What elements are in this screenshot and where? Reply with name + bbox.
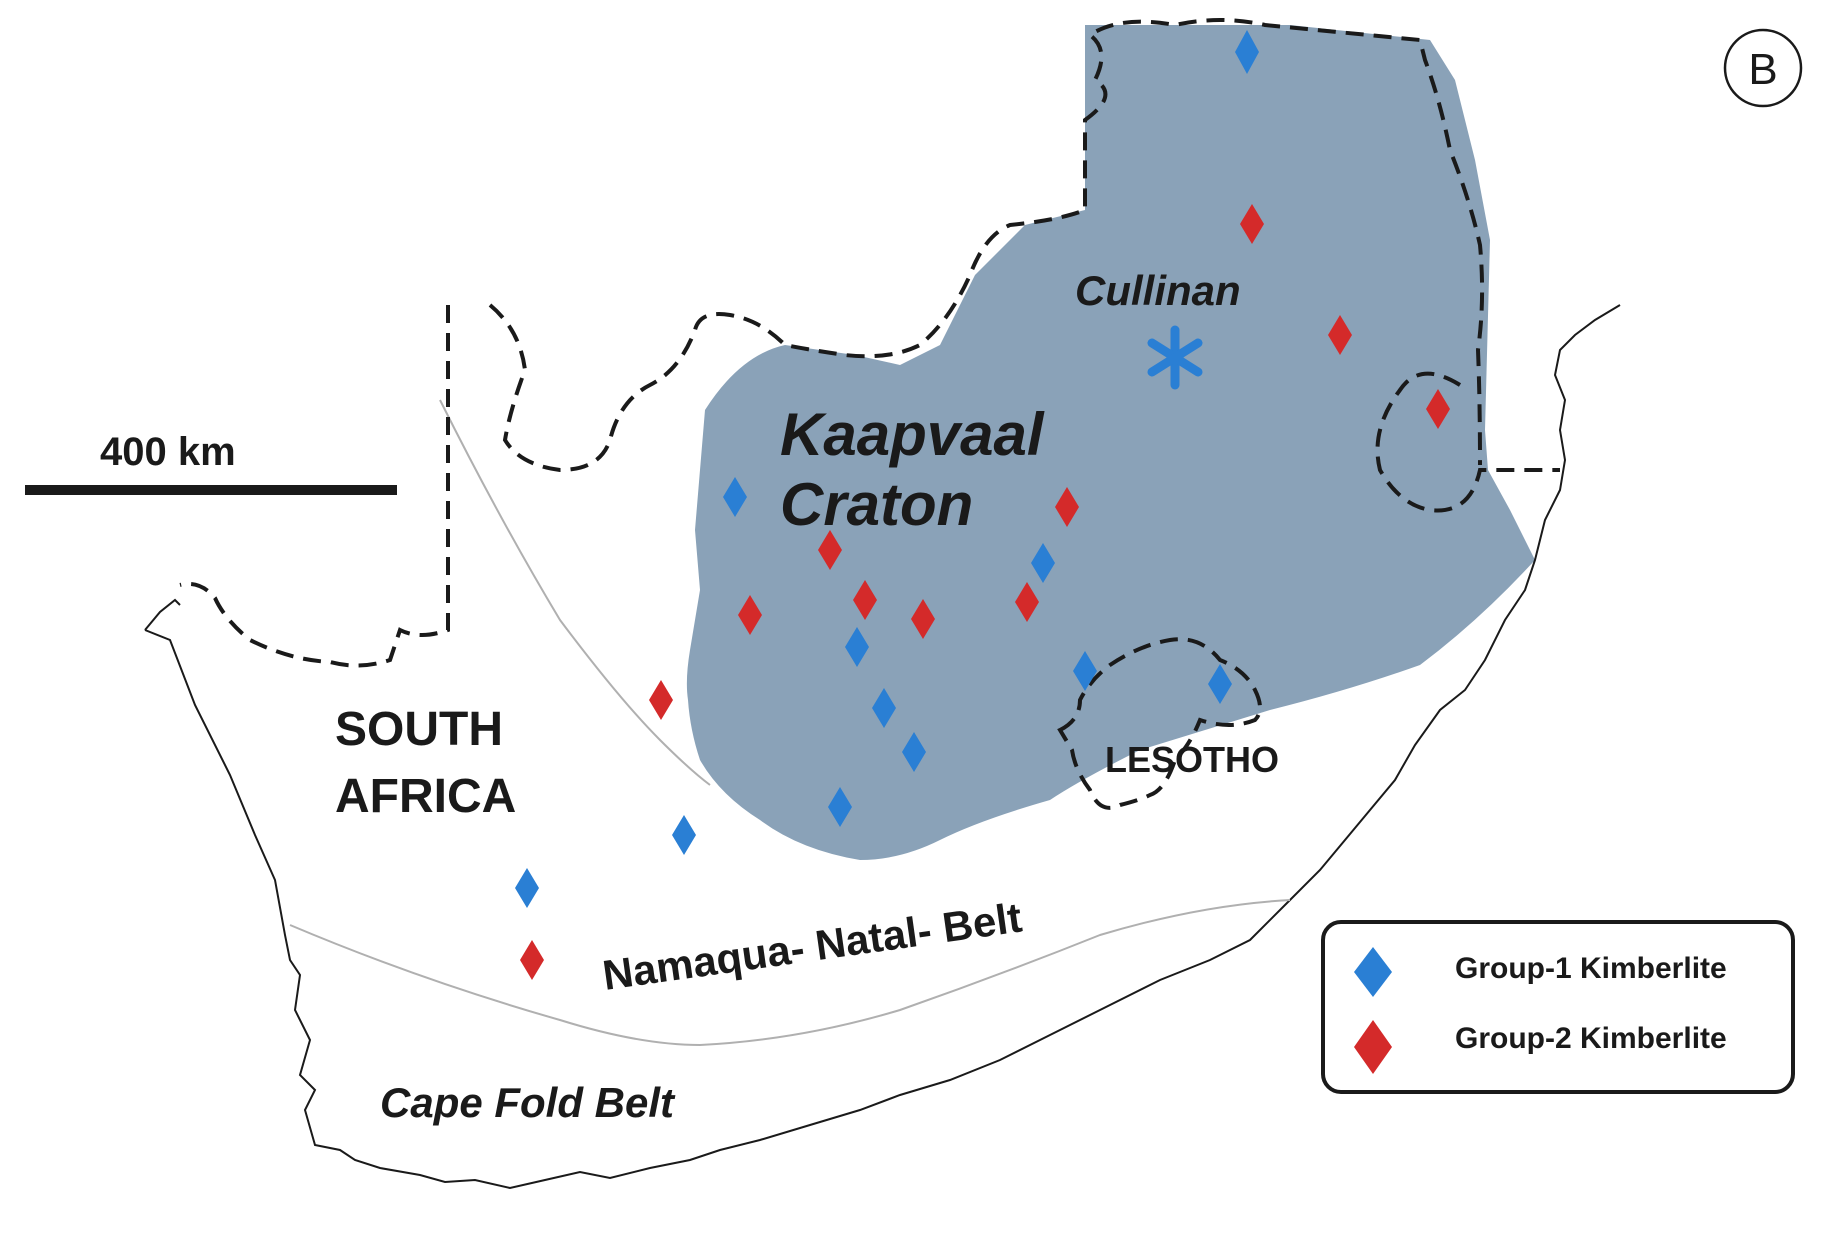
cullinan-label: Cullinan	[1075, 267, 1241, 314]
panel-label: B	[1748, 45, 1777, 94]
craton-label-line1: Kaapvaal	[780, 401, 1045, 468]
group2-kimberlite-marker	[1055, 487, 1079, 527]
group2-kimberlite-marker	[1328, 315, 1352, 355]
cape-fold-belt-boundary-line	[289, 899, 1291, 1047]
namibia-border	[179, 305, 450, 668]
country-label-line1: SOUTH	[335, 703, 503, 756]
group1-kimberlite-marker	[828, 787, 852, 827]
west-coast-line	[144, 598, 181, 631]
craton-label-line2: Craton	[780, 471, 973, 538]
blue-diamond-icon	[1354, 947, 1392, 997]
scale-bar-label: 400 km	[100, 430, 236, 474]
group2-kimberlite-marker	[520, 940, 544, 980]
group1-kimberlite-marker	[872, 688, 896, 728]
lesotho-label: LESOTHO	[1105, 739, 1279, 780]
national-borders	[179, 18, 1560, 810]
group2-kimberlite-marker	[853, 580, 877, 620]
group1-kimberlite-marker	[1208, 664, 1232, 704]
group1-kimberlite-marker	[1235, 30, 1259, 74]
cape-fold-belt-label: Cape Fold Belt	[380, 1079, 676, 1126]
group1-kimberlite-marker	[723, 477, 747, 517]
group1-kimberlite-marker	[1031, 543, 1055, 583]
cullinan-asterisk-icon	[1147, 325, 1203, 390]
botswana-border	[488, 18, 1485, 473]
group2-kimberlite-marker	[1240, 204, 1264, 244]
group1-kimberlite-marker	[902, 732, 926, 772]
legend-group2-label: Group-2 Kimberlite	[1455, 1022, 1727, 1055]
south-africa-outline	[144, 304, 1621, 1190]
legend-box	[1321, 920, 1795, 1094]
group2-kimberlite-marker	[1426, 389, 1450, 429]
panel-label-circle	[1723, 28, 1803, 108]
group2-kimberlite-marker	[1015, 582, 1039, 622]
country-label-line2: AFRICA	[335, 770, 516, 823]
group1-kimberlite-marker	[515, 868, 539, 908]
group2-kimberlite-marker	[911, 599, 935, 639]
red-diamond-icon	[1354, 1020, 1392, 1074]
legend-group1-label: Group-1 Kimberlite	[1455, 952, 1727, 985]
craton-western-boundary-line	[439, 399, 711, 786]
namaqua-natal-belt-label: Namaqua- Natal- Belt	[600, 894, 1025, 999]
group1-kimberlite-marker	[845, 627, 869, 667]
lesotho-border	[1057, 637, 1262, 810]
swaziland-border	[1375, 371, 1560, 513]
group1-kimberlite-marker	[672, 815, 696, 855]
group2-kimberlite-marker	[649, 680, 673, 720]
group2-kimberlite-marker	[738, 595, 762, 635]
group1-kimberlite-marker	[1073, 651, 1097, 691]
group2-kimberlite-marker	[818, 530, 842, 570]
kaapvaal-craton-region	[686, 25, 1535, 860]
